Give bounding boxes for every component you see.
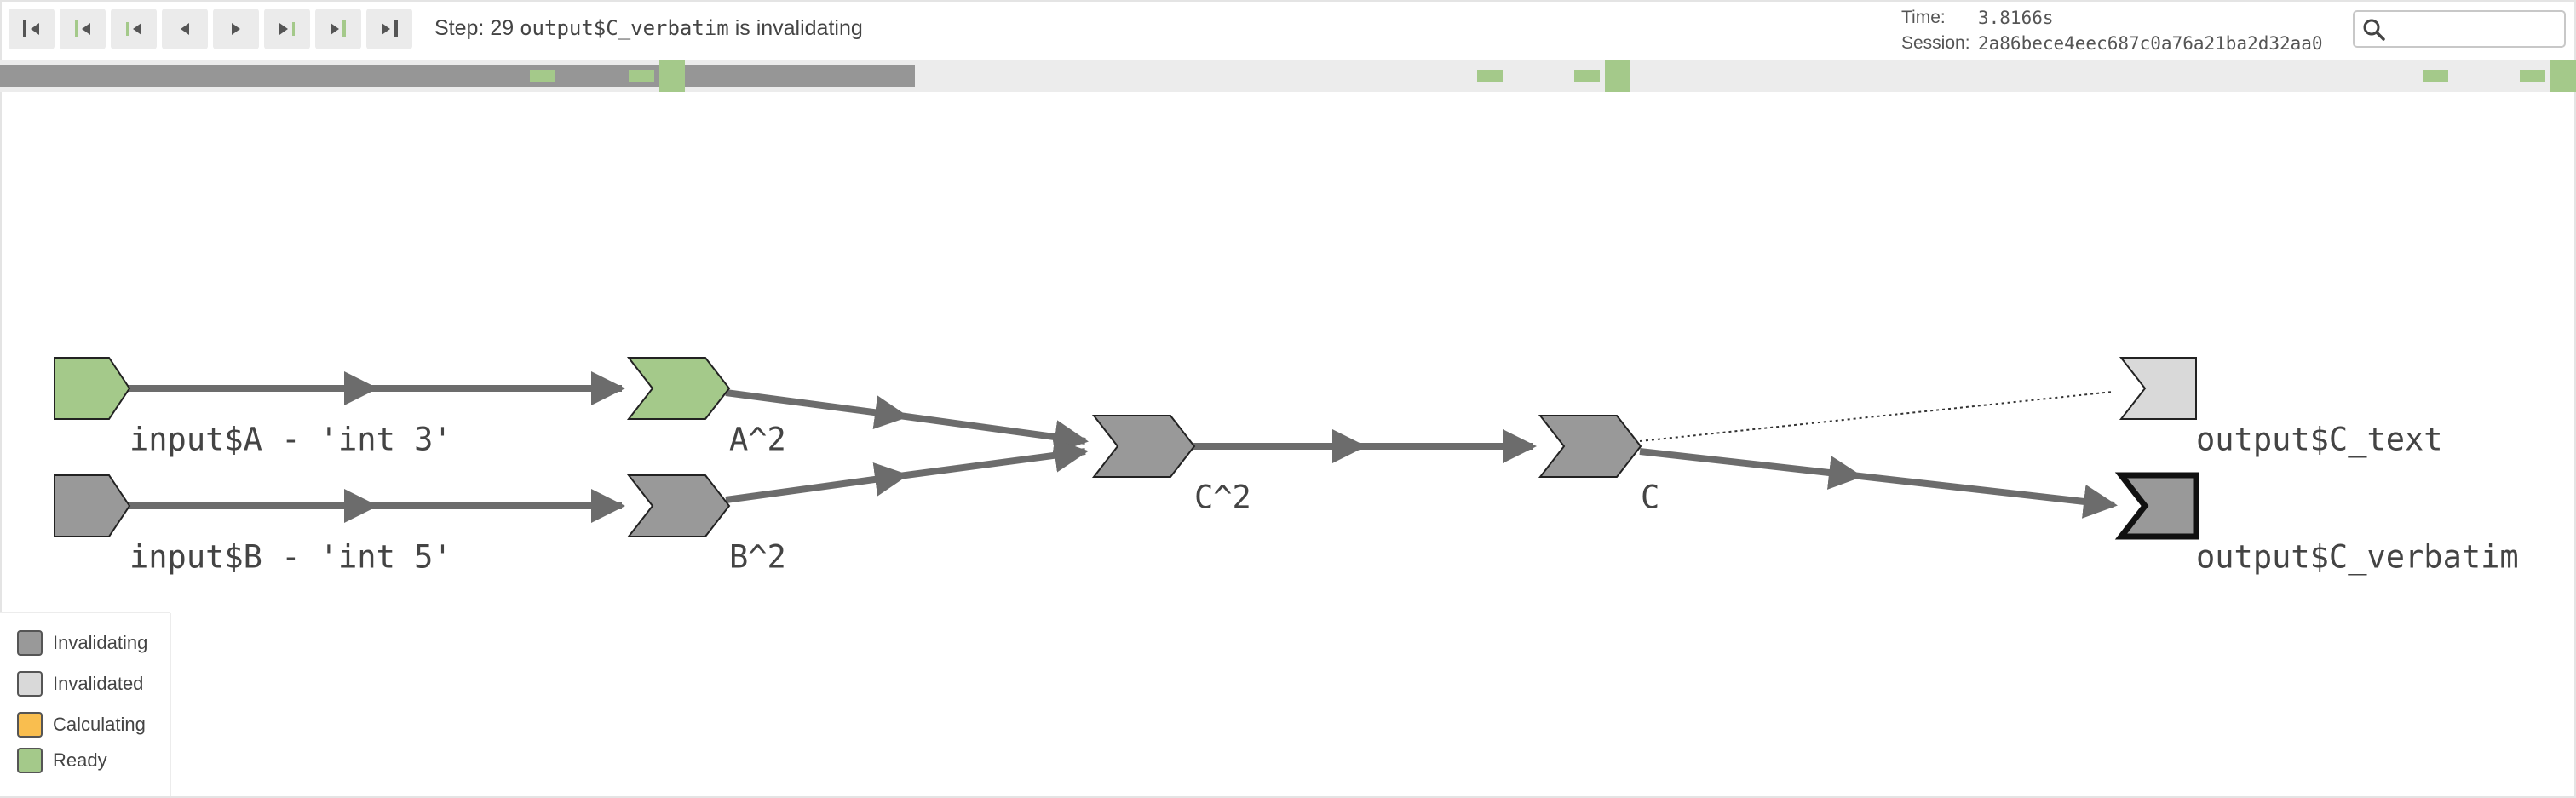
prev-idle-icon (75, 20, 90, 37)
timeline-progress (0, 65, 915, 87)
legend-swatch (17, 748, 43, 773)
node-label: C^2 (1194, 479, 1251, 516)
edge-C-verbatim (1639, 448, 2118, 519)
step-forward-icon (232, 23, 240, 35)
graph-node-output-text[interactable]: output$C_text (2119, 357, 2443, 459)
search-input[interactable] (2392, 15, 2562, 44)
skip-to-start-icon (23, 20, 39, 37)
prev-idle-button[interactable] (60, 9, 106, 49)
legend-swatch (17, 712, 43, 738)
legend-label: Calculating (53, 714, 146, 735)
timeline-tick-current[interactable] (659, 60, 685, 92)
legend-label: Ready (53, 749, 107, 771)
graph-edges (128, 371, 2118, 523)
node-label: A^2 (729, 422, 786, 458)
graph-node-B2[interactable]: B^2 (626, 474, 786, 576)
next-idle-button[interactable] (315, 9, 361, 49)
prev-step-outline-button[interactable] (111, 9, 157, 49)
next-idle-icon (331, 20, 346, 37)
node-label: output$C_verbatim (2196, 539, 2519, 577)
timeline-tick[interactable] (2423, 70, 2448, 82)
node-label: output$C_text (2196, 422, 2443, 459)
node-shape[interactable] (1538, 415, 1642, 478)
go-to-end-button[interactable] (366, 9, 412, 49)
node-shape[interactable] (54, 474, 131, 537)
node-label: B^2 (729, 539, 786, 576)
status-legend: Invalidating Invalidated Calculating Rea… (0, 613, 170, 796)
step-forward-button[interactable] (213, 9, 259, 49)
legend-swatch (17, 671, 43, 697)
reactive-graph: input$A - 'int 3' input$B - 'int 5' A^2 … (54, 357, 2519, 577)
step-status: Step: 29 output$C_verbatim is invalidati… (434, 16, 863, 41)
step-back-icon (181, 23, 189, 35)
legend-item-ready: Ready (17, 748, 107, 773)
prev-step-outline-icon (126, 22, 141, 36)
timeline-tick[interactable] (2550, 60, 2576, 92)
node-shape[interactable] (626, 357, 731, 420)
graph-node-output-verbatim[interactable]: output$C_verbatim (2114, 472, 2519, 577)
time-label: Time: (1901, 8, 1946, 27)
timeline-tick[interactable] (2520, 70, 2545, 82)
timeline-tick[interactable] (1574, 70, 1600, 82)
next-step-outline-icon (279, 22, 295, 36)
graph-node-C2[interactable]: C^2 (1091, 415, 1251, 516)
node-label: C (1641, 479, 1659, 516)
step-state: is invalidating (734, 16, 863, 40)
legend-label: Invalidating (53, 632, 148, 653)
graph-node-inputA[interactable]: input$A - 'int 3' (54, 357, 452, 458)
time-value: 3.8166s (1978, 8, 2054, 28)
graph-node-A2[interactable]: A^2 (626, 357, 786, 458)
search-icon (2363, 19, 2385, 41)
go-to-start-button[interactable] (9, 9, 55, 49)
legend-swatch (17, 630, 43, 656)
step-object: output$C_verbatim (520, 16, 729, 40)
playback-controls (9, 9, 417, 49)
legend-item-invalidating: Invalidating (17, 630, 147, 656)
timeline-tick[interactable] (1477, 70, 1503, 82)
toolbar: Step: 29 output$C_verbatim is invalidati… (0, 0, 2576, 60)
session-value: 2a86bece4eec687c0a76a21ba2d32aa0 (1978, 33, 2323, 54)
search-box[interactable] (2353, 10, 2566, 48)
edge-C-text (1639, 391, 2113, 442)
edge-A2-C2 (725, 389, 1089, 454)
timeline-tick[interactable] (1605, 60, 1630, 92)
node-shape[interactable] (626, 474, 731, 537)
session-label: Session: (1901, 33, 1970, 53)
legend-label: Invalidated (53, 673, 144, 694)
timeline-tick[interactable] (530, 70, 555, 82)
node-shape[interactable] (54, 357, 131, 420)
legend-item-invalidated: Invalidated (17, 671, 143, 697)
node-shape[interactable] (2119, 357, 2197, 420)
step-back-button[interactable] (162, 9, 208, 49)
session-info: Time: 3.8166s Session: 2a86bece4eec687c0… (1901, 5, 2323, 56)
next-step-outline-button[interactable] (264, 9, 310, 49)
node-shape-active[interactable] (2114, 472, 2199, 540)
graph-node-C[interactable]: C (1538, 415, 1659, 516)
timeline[interactable] (0, 60, 2576, 92)
legend-item-calculating: Calculating (17, 712, 146, 738)
step-number: Step: 29 (434, 16, 515, 40)
node-label: input$B - 'int 5' (129, 539, 452, 576)
node-shape[interactable] (1091, 415, 1196, 478)
graph-node-inputB[interactable]: input$B - 'int 5' (54, 474, 452, 576)
edge-B2-C2 (725, 438, 1089, 503)
node-label: input$A - 'int 3' (129, 422, 452, 458)
timeline-tick[interactable] (629, 70, 654, 82)
skip-to-end-icon (382, 20, 398, 37)
